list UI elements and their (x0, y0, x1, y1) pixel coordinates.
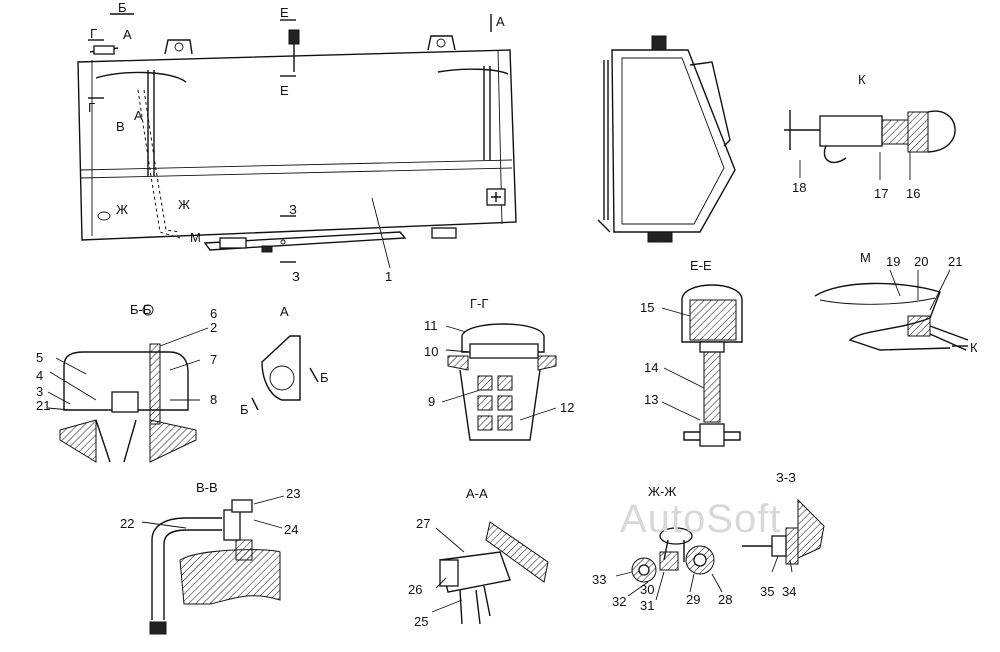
callout-23: 23 (286, 486, 300, 501)
callout-18: 18 (792, 180, 806, 195)
view-b-b-cap-section: Б-Б 6 2 5 4 3 21 7 8 (36, 302, 217, 463)
section-mark-z2: З (292, 269, 300, 284)
callout-20: 20 (914, 254, 928, 269)
callout-10: 10 (424, 344, 438, 359)
callout-29: 29 (686, 592, 700, 607)
callout-21b: 21 (948, 254, 962, 269)
callout-27: 27 (416, 516, 430, 531)
callout-35: 35 (760, 584, 774, 599)
section-mark-v: В (116, 119, 125, 134)
callout-25: 25 (414, 614, 428, 629)
callout-17: 17 (874, 186, 888, 201)
callout-22: 22 (120, 516, 134, 531)
callout-31: 31 (640, 598, 654, 613)
callout-24: 24 (284, 522, 298, 537)
callout-3: 3 (36, 384, 43, 399)
callout-5: 5 (36, 350, 43, 365)
section-mark-e2: Е (280, 83, 289, 98)
tank-end-view (597, 35, 736, 243)
callout-33: 33 (592, 572, 606, 587)
view-title-m: М (860, 250, 871, 265)
tank-side-view (77, 29, 517, 269)
callout-8: 8 (210, 392, 217, 407)
callout-19: 19 (886, 254, 900, 269)
view-zh-zh-fuel-pipe: Ж-Ж 33 32 30 31 29 28 (592, 484, 732, 613)
section-mark-zh1: Ж (116, 202, 128, 217)
view-m-drain: М 19 20 21 К (814, 250, 978, 355)
section-mark-g2: Г (88, 100, 95, 115)
view-z-z-drain-plug: З-З 35 34 (742, 470, 825, 599)
view-title-k: К (858, 72, 866, 87)
callout-14: 14 (644, 360, 658, 375)
view-k-drain-tap: К 18 17 16 (784, 72, 956, 201)
callout-6: 6 (210, 306, 217, 321)
callout-13: 13 (644, 392, 658, 407)
callout-32: 32 (612, 594, 626, 609)
view-e-e-breather: Е-Е 15 14 13 (640, 258, 743, 447)
callout-16: 16 (906, 186, 920, 201)
section-mark-b-top: Б (118, 0, 127, 15)
section-mark-zh2: Ж (178, 197, 190, 212)
view-title-a-a: А-А (466, 486, 488, 501)
callout-11: 11 (424, 318, 438, 333)
view-a-bracket: А Б Б (240, 304, 329, 417)
view-a-mark-b: Б (320, 370, 329, 385)
callout-7: 7 (210, 352, 217, 367)
callout-4: 4 (36, 368, 43, 383)
section-mark-g1: Г (90, 26, 97, 41)
view-g-g-filler-strainer: Г-Г 11 10 9 12 (424, 296, 574, 441)
callout-34: 34 (782, 584, 796, 599)
view-arrow-k: К (970, 340, 978, 355)
callout-1: 1 (385, 269, 392, 284)
section-mark-e1: Е (280, 5, 289, 20)
view-a-a-filler-neck-section: А-А 27 26 25 (408, 486, 549, 629)
section-mark-a-top: А (496, 14, 505, 29)
callout-26: 26 (408, 582, 422, 597)
callout-30: 30 (640, 582, 654, 597)
view-title-v-v: В-В (196, 480, 218, 495)
view-title-zh-zh: Ж-Ж (648, 484, 676, 499)
section-mark-m: М (190, 230, 201, 245)
watermark: AutoSoft (620, 497, 781, 541)
callout-12: 12 (560, 400, 574, 415)
section-mark-a1: А (123, 27, 132, 42)
section-mark-z1: З (289, 202, 297, 217)
view-title-z-z: З-З (776, 470, 796, 485)
section-mark-a2: А (134, 108, 143, 123)
view-v-v-vent-pipe: В-В 22 23 24 (120, 480, 300, 635)
callout-15: 15 (640, 300, 654, 315)
callout-9: 9 (428, 394, 435, 409)
view-title-e-e: Е-Е (690, 258, 712, 273)
callout-21: 21 (36, 398, 50, 413)
section-markers-main: Б Г А Е А Г Е В А Ж Ж З М З 1 (88, 0, 505, 284)
view-title-a: А (280, 304, 289, 319)
view-title-g-g: Г-Г (470, 296, 488, 311)
callout-28: 28 (718, 592, 732, 607)
view-a-mark-b2: Б (240, 402, 249, 417)
callout-2: 2 (210, 320, 217, 335)
